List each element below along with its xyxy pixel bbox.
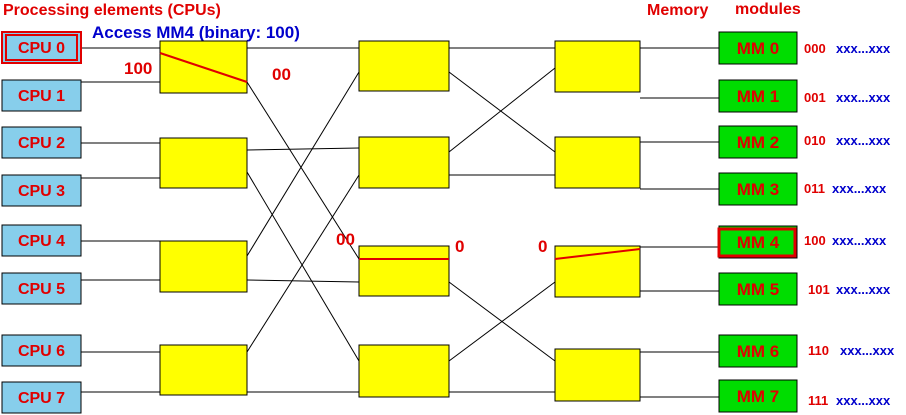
mm-suffix: xxx...xxx [836,133,891,148]
switch-column-stage3 [554,40,641,402]
mm-label: MM 7 [737,387,780,406]
switch-s2-1 [358,136,450,189]
cpu-label: CPU 7 [18,390,65,407]
cpu-label: CPU 4 [18,233,65,250]
cpu-column: CPU 0 CPU 1 CPU 2 CPU 3 CPU 4 CPU 5 CPU … [1,31,82,414]
cpu-1: CPU 1 [1,79,82,112]
mm-label: MM 2 [737,133,780,152]
mm-label: MM 3 [737,180,780,199]
switch-s2-2 [358,245,450,297]
mm-code: 100 [804,233,826,248]
cpu-4: CPU 4 [1,224,82,257]
shuffle-wires-stage1-2 [246,47,360,393]
route-label-stage2-out: 0 [455,237,464,256]
cpu-label: CPU 5 [18,281,65,298]
mm-6: MM 6 110 xxx...xxx [718,334,895,368]
mm-code: 000 [804,41,826,56]
cpu-label: CPU 2 [18,135,65,152]
cpu-7: CPU 7 [1,381,82,414]
mm-suffix: xxx...xxx [840,343,895,358]
cpu-6: CPU 6 [1,334,82,367]
mm-suffix: xxx...xxx [832,233,887,248]
mm-code: 001 [804,90,826,105]
mm-code: 110 [808,343,829,358]
switch-s1-1 [159,137,248,189]
cpu-label: CPU 1 [18,88,65,105]
cpu-3: CPU 3 [1,174,82,207]
cpu-label: CPU 6 [18,343,65,360]
mm-4: MM 4 100 xxx...xxx [717,225,887,259]
memory-output-wires [640,47,719,398]
cpu-input-wires [81,47,160,393]
switch-s3-0 [554,40,641,93]
route-label-stage3-in: 0 [538,237,547,256]
mm-label: MM 6 [737,342,780,361]
switch-s1-3 [159,344,248,396]
switch-s2-3 [358,344,450,398]
switch-column-stage2 [358,40,450,398]
memory-title: Memory [647,2,708,19]
mm-label: MM 4 [737,233,780,252]
mm-suffix: xxx...xxx [836,41,891,56]
mm-label: MM 1 [737,87,780,106]
cpu-2: CPU 2 [1,126,82,159]
route-label-stage1-out: 00 [272,65,291,84]
cpu-label: CPU 3 [18,183,65,200]
mm-code: 111 [808,393,828,408]
mm-code: 011 [804,181,825,196]
cpu-label: CPU 0 [18,40,65,57]
cpu-5: CPU 5 [1,272,82,305]
switch-s1-2 [159,240,248,293]
mm-label: MM 0 [737,39,780,58]
mm-5: MM 5 101 xxx...xxx [718,272,891,306]
mm-7: MM 7 111 xxx...xxx [718,379,891,413]
mm-suffix: xxx...xxx [836,393,891,408]
route-label-stage1-in: 100 [124,59,152,78]
cpu-0: CPU 0 [1,31,82,64]
mm-label: MM 5 [737,280,780,299]
shuffle-wires-stage2-3 [448,47,556,393]
mm-suffix: xxx...xxx [832,181,887,196]
mm-1: MM 1 001 xxx...xxx [718,79,891,113]
mm-suffix: xxx...xxx [836,90,891,105]
route-label-stage2-in: 00 [336,230,355,249]
switch-s3-1 [554,136,641,189]
access-note: Access MM4 (binary: 100) [92,23,300,42]
mm-suffix: xxx...xxx [836,282,891,297]
switch-s2-0 [358,40,450,92]
processing-elements-title: Processing elements (CPUs) [3,2,221,19]
memory-column: MM 0 000 xxx...xxx MM 1 001 xxx...xxx MM… [717,31,895,413]
mm-2: MM 2 010 xxx...xxx [718,125,891,159]
switch-column-stage1 [159,40,248,396]
mm-code: 101 [808,282,830,297]
modules-title: modules [735,1,801,18]
highlighted-route [159,52,641,260]
mm-0: MM 0 000 xxx...xxx [718,31,891,65]
switch-s3-3 [554,348,641,402]
mm-3: MM 3 011 xxx...xxx [718,172,887,206]
mm-code: 010 [804,133,826,148]
